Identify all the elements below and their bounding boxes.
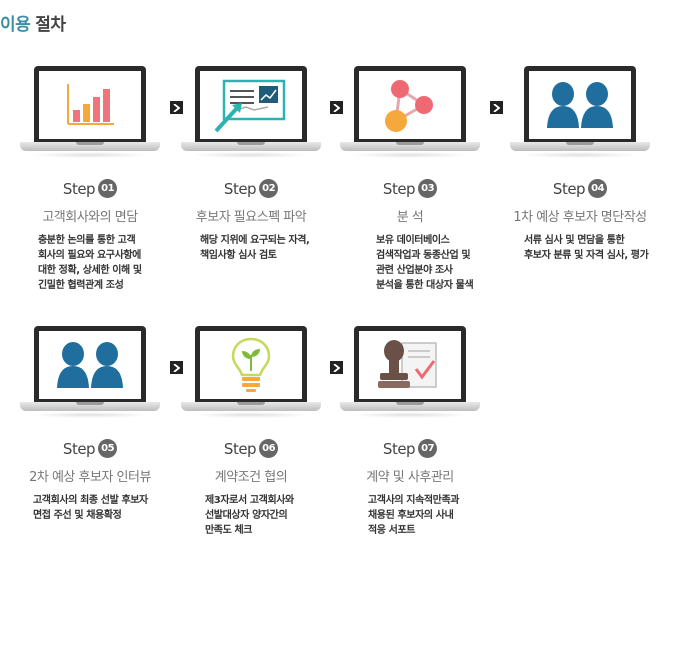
page-title-rest: 절차 bbox=[35, 15, 66, 35]
step-description: 해당 지위에 요구되는 자격, 책임사항 심사 검토 bbox=[200, 235, 310, 261]
step-title: 후보자 필요스펙 파악 bbox=[195, 210, 307, 225]
page-title-accent: 이용 bbox=[0, 15, 31, 35]
arrow-right-icon bbox=[330, 361, 343, 374]
step-word: Step bbox=[62, 439, 96, 458]
step-title: 분 석 bbox=[396, 210, 424, 225]
step-title: 2차 예상 후보자 인터뷰 bbox=[29, 470, 151, 485]
step-word: Step bbox=[382, 439, 416, 458]
step-word: Step bbox=[223, 439, 257, 458]
arrow-right-icon bbox=[170, 361, 183, 374]
arrow-right-icon bbox=[330, 101, 343, 114]
laptop bbox=[340, 66, 480, 161]
step-description: 고객사의 지속적만족과 채용된 후보자의 사내 적응 서포트 bbox=[368, 495, 460, 536]
step-number-badge: 05 bbox=[98, 439, 118, 458]
laptop bbox=[181, 326, 321, 421]
step-number-badge: 07 bbox=[418, 439, 438, 458]
network-nodes-icon bbox=[385, 80, 433, 132]
step-description: 고객회사의 최종 선발 후보자 면접 주선 및 채용확정 bbox=[33, 495, 148, 521]
lightbulb-icon bbox=[231, 337, 271, 392]
step-title: 고객회사와의 면담 bbox=[42, 210, 138, 225]
step-number-badge: 04 bbox=[588, 179, 608, 198]
presentation-board-icon bbox=[214, 79, 286, 133]
step-description: 제3자로서 고객회사와 선발대상자 양자간의 만족도 체크 bbox=[205, 495, 294, 536]
step-description: 서류 심사 및 면담을 통한 후보자 분류 및 자격 심사, 평가 bbox=[524, 235, 649, 261]
step-title: 계약조건 협의 bbox=[214, 470, 288, 485]
bar-chart-icon bbox=[67, 84, 114, 125]
laptop bbox=[20, 326, 160, 421]
laptop bbox=[340, 326, 480, 421]
laptop bbox=[20, 66, 160, 161]
arrow-right-icon bbox=[170, 101, 183, 114]
step-word: Step bbox=[552, 179, 586, 198]
step-title: 1차 예상 후보자 명단작성 bbox=[513, 210, 647, 225]
step-word: Step bbox=[62, 179, 96, 198]
step-description: 보유 데이터베이스 검색작업과 동종산업 및 관련 산업분야 조사 분석을 통한… bbox=[376, 235, 474, 291]
step-description: 충분한 논의를 통한 고객 회사의 필요와 요구사항에 대한 정확, 상세한 이… bbox=[38, 235, 142, 291]
two-persons-icon bbox=[57, 342, 123, 388]
step-number-badge: 02 bbox=[259, 179, 279, 198]
step-number-badge: 03 bbox=[418, 179, 438, 198]
step-title: 계약 및 사후관리 bbox=[366, 470, 454, 485]
step-word: Step bbox=[382, 179, 416, 198]
stamp-document-icon bbox=[378, 340, 437, 388]
arrow-right-icon bbox=[490, 101, 503, 114]
step-number-badge: 06 bbox=[259, 439, 279, 458]
laptop bbox=[181, 66, 321, 161]
step-word: Step bbox=[223, 179, 257, 198]
laptop bbox=[510, 66, 650, 161]
step-number-badge: 01 bbox=[98, 179, 118, 198]
two-persons-icon bbox=[547, 82, 613, 128]
